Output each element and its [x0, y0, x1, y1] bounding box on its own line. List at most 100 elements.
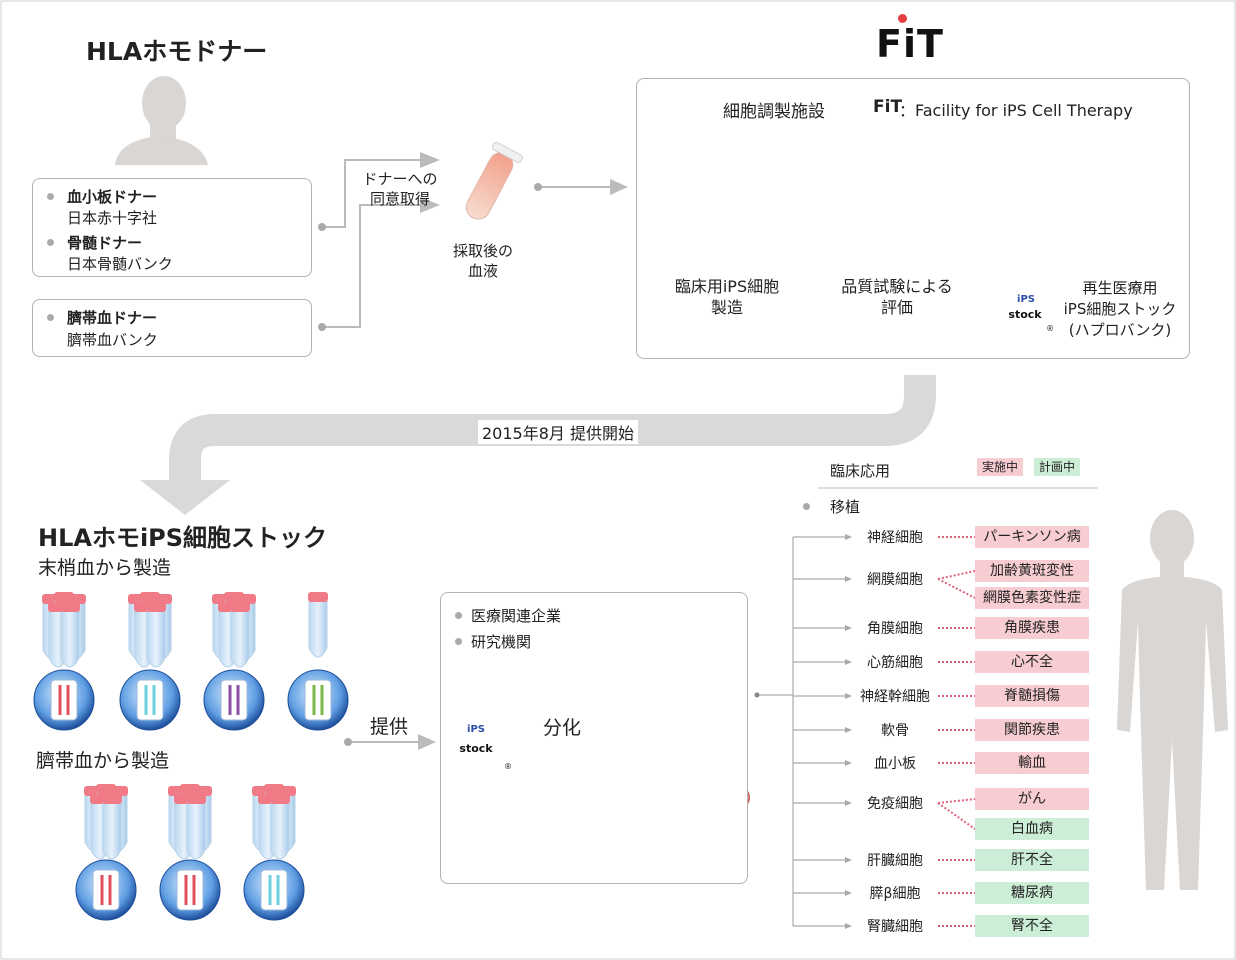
stock-label-1: 再生医療用	[1082, 279, 1158, 297]
cell-type-label: 心筋細胞	[867, 655, 923, 671]
cell-type-label: 膵β細胞	[869, 886, 921, 902]
disease-tag: 糖尿病	[975, 882, 1089, 904]
tree-arrow	[845, 857, 852, 863]
donor-label: 骨髄ドナー	[67, 234, 143, 252]
stock-label-3: (ハプロバンク)	[1068, 321, 1172, 339]
tree-arrow	[845, 625, 852, 631]
step2-label-2: 評価	[880, 298, 913, 317]
dish-band	[100, 875, 104, 905]
facility-full-name: ：Facility for iPS Cell Therapy	[899, 101, 1133, 120]
donor-label: 臍帯血ドナー	[67, 309, 158, 327]
dish-slide	[176, 869, 204, 911]
recipient-item: 研究機関	[471, 633, 532, 651]
logo-registered: ®	[504, 762, 512, 771]
cell-type-label: 神経幹細胞	[860, 689, 930, 705]
bullet-icon	[47, 193, 54, 200]
tree-arrow	[845, 727, 852, 733]
tube-body	[146, 609, 166, 668]
blood-label-1: 採取後の	[452, 242, 513, 260]
legend-active: 実施中	[977, 458, 1023, 476]
logo-text-ips: iPS	[467, 724, 485, 735]
tube-cap	[236, 594, 256, 604]
human-silhouette-icon	[1117, 510, 1228, 890]
tree-arrow	[845, 659, 852, 665]
dish-band	[320, 685, 324, 715]
dish-band	[184, 875, 188, 905]
disease-tag: パーキンソン病	[975, 526, 1089, 548]
dish-band	[152, 685, 156, 715]
disease-connector	[937, 570, 976, 580]
transplant-label: 移植	[830, 498, 861, 516]
dish-band	[268, 875, 272, 905]
fit-facility-box: 細胞調製施設 FiT ：Facility for iPS Cell Therap…	[636, 78, 1190, 359]
tube-body	[60, 609, 80, 668]
disease-tag: 関節疾患	[975, 719, 1089, 741]
step1-label-1: 臨床用iPS細胞	[674, 277, 780, 296]
cell-type-label: 角膜細胞	[867, 621, 923, 637]
dish-band	[228, 685, 232, 715]
tree-arrow	[845, 923, 852, 929]
donor-silhouette-icon	[115, 76, 208, 165]
tube-cap	[186, 794, 206, 804]
disease-tag: 網膜色素変性症	[975, 587, 1089, 609]
disease-tag: 肝不全	[975, 849, 1089, 871]
tube-cap	[60, 602, 80, 612]
blood-label-2: 血液	[467, 262, 498, 280]
tube-cap	[66, 594, 86, 604]
dish-band	[276, 875, 280, 905]
step1-label-2: 製造	[710, 298, 743, 317]
bullet-icon	[455, 612, 462, 619]
tube-cap	[308, 592, 328, 602]
legend-planned: 計画中	[1034, 458, 1080, 476]
logo-text-ips: iPS	[1017, 294, 1035, 305]
disease-tag: 心不全	[975, 651, 1089, 673]
donor-source: 臍帯血バンク	[67, 331, 158, 349]
dish-slide	[50, 679, 78, 721]
bullet-icon	[47, 314, 54, 321]
tube-cap	[230, 602, 250, 612]
cell-type-label: 軟骨	[881, 723, 909, 739]
dish-slide	[260, 869, 288, 911]
recipient-item: 医療関連企業	[471, 607, 562, 625]
dish-band	[312, 685, 316, 715]
cell-type-label: 血小板	[874, 756, 916, 772]
tree-arrow	[845, 576, 852, 582]
dish-slide	[304, 679, 332, 721]
facility-abbr: FiT	[873, 97, 903, 117]
dish-slide	[220, 679, 248, 721]
donor-box-1: 血小板ドナー 日本赤十字社 骨髄ドナー 日本骨髄バンク	[32, 178, 312, 277]
tube-cap	[102, 794, 122, 804]
donor-label: 血小板ドナー	[67, 188, 158, 206]
dish-slide	[136, 679, 164, 721]
blood-tube-icon	[465, 141, 523, 220]
bullet-icon	[455, 638, 462, 645]
facility-title: 細胞調製施設	[723, 102, 825, 122]
tube-cap	[152, 594, 172, 604]
dish-band	[58, 685, 62, 715]
bullet-icon	[47, 239, 54, 246]
tube-body	[270, 801, 290, 860]
provide-label: 提供	[370, 716, 409, 738]
tube-body	[102, 801, 122, 860]
tree-arrow	[845, 800, 852, 806]
cell-type-label: 網膜細胞	[867, 572, 923, 588]
tree-arrow	[845, 693, 852, 699]
tree-arrow	[845, 890, 852, 896]
cord-label: 臍帯血から製造	[36, 750, 170, 772]
bullet-icon	[803, 503, 810, 510]
tree-arrow	[845, 534, 852, 540]
dish-band	[192, 875, 196, 905]
disease-connector	[937, 798, 976, 804]
tube-cap	[276, 786, 296, 796]
tube-cap	[270, 794, 290, 804]
start-label: 2015年8月 提供開始	[478, 420, 638, 444]
donor-source: 日本骨髄バンク	[67, 255, 173, 273]
disease-tag: 角膜疾患	[975, 617, 1089, 639]
clinical-tree	[757, 534, 976, 929]
logo-text-stock: stock	[1008, 308, 1042, 321]
disease-connector	[937, 802, 976, 830]
tube-body	[308, 599, 328, 658]
dish-slide	[92, 869, 120, 911]
